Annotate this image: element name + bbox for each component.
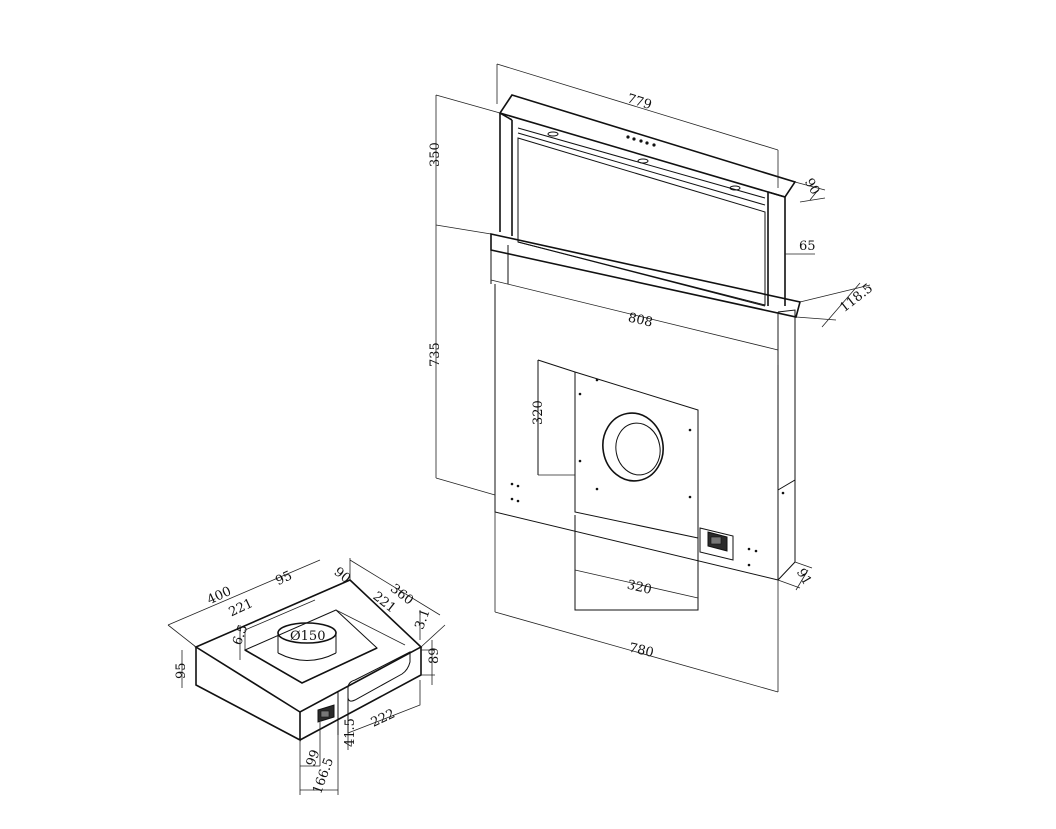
mb-connector-gap: 41.5 <box>343 718 358 747</box>
connector-box <box>699 527 734 561</box>
mb-outlet-diameter: Ø150 <box>290 629 325 644</box>
inner-plate <box>574 372 699 539</box>
dim-frame-width: 808 <box>627 310 655 330</box>
dim-cutout-height: 320 <box>531 400 546 425</box>
mb-small-b: 3.1 <box>412 607 433 632</box>
right-column <box>767 191 786 306</box>
dim-height-lift: 350 <box>428 142 443 167</box>
dim-base-width: 780 <box>627 641 655 661</box>
dim-cutout-width: 320 <box>625 578 653 598</box>
dim-frame-depth: 118.5 <box>837 281 876 316</box>
main-unit-drawing <box>435 63 871 693</box>
mb-side-opening: 222 <box>369 707 398 731</box>
body-side <box>777 309 796 581</box>
dim-depth-top: 90 <box>801 176 822 198</box>
motor-box-outlet <box>277 622 337 661</box>
mb-inner-left: 221 <box>227 596 256 620</box>
dim-column-depth: 65 <box>799 239 816 254</box>
mb-offset-a: 95 <box>273 568 294 589</box>
mb-connector-offset: 99 <box>304 748 324 769</box>
glass-panel <box>517 137 766 306</box>
mb-height-left: 95 <box>174 662 189 679</box>
rear-panel <box>537 359 699 611</box>
dim-base-depth: 91 <box>793 566 814 588</box>
dim-body-height: 735 <box>428 342 443 367</box>
dim-width-top: 779 <box>625 92 653 114</box>
left-column <box>499 112 513 236</box>
mb-small-a: 6.5 <box>230 623 251 648</box>
motor-box-side <box>299 647 422 741</box>
body-front <box>494 284 779 581</box>
mb-height-right: 89 <box>427 647 442 664</box>
outlet-ring <box>602 412 664 482</box>
motor-box-front <box>195 647 301 742</box>
motor-box-drawing <box>167 558 446 795</box>
